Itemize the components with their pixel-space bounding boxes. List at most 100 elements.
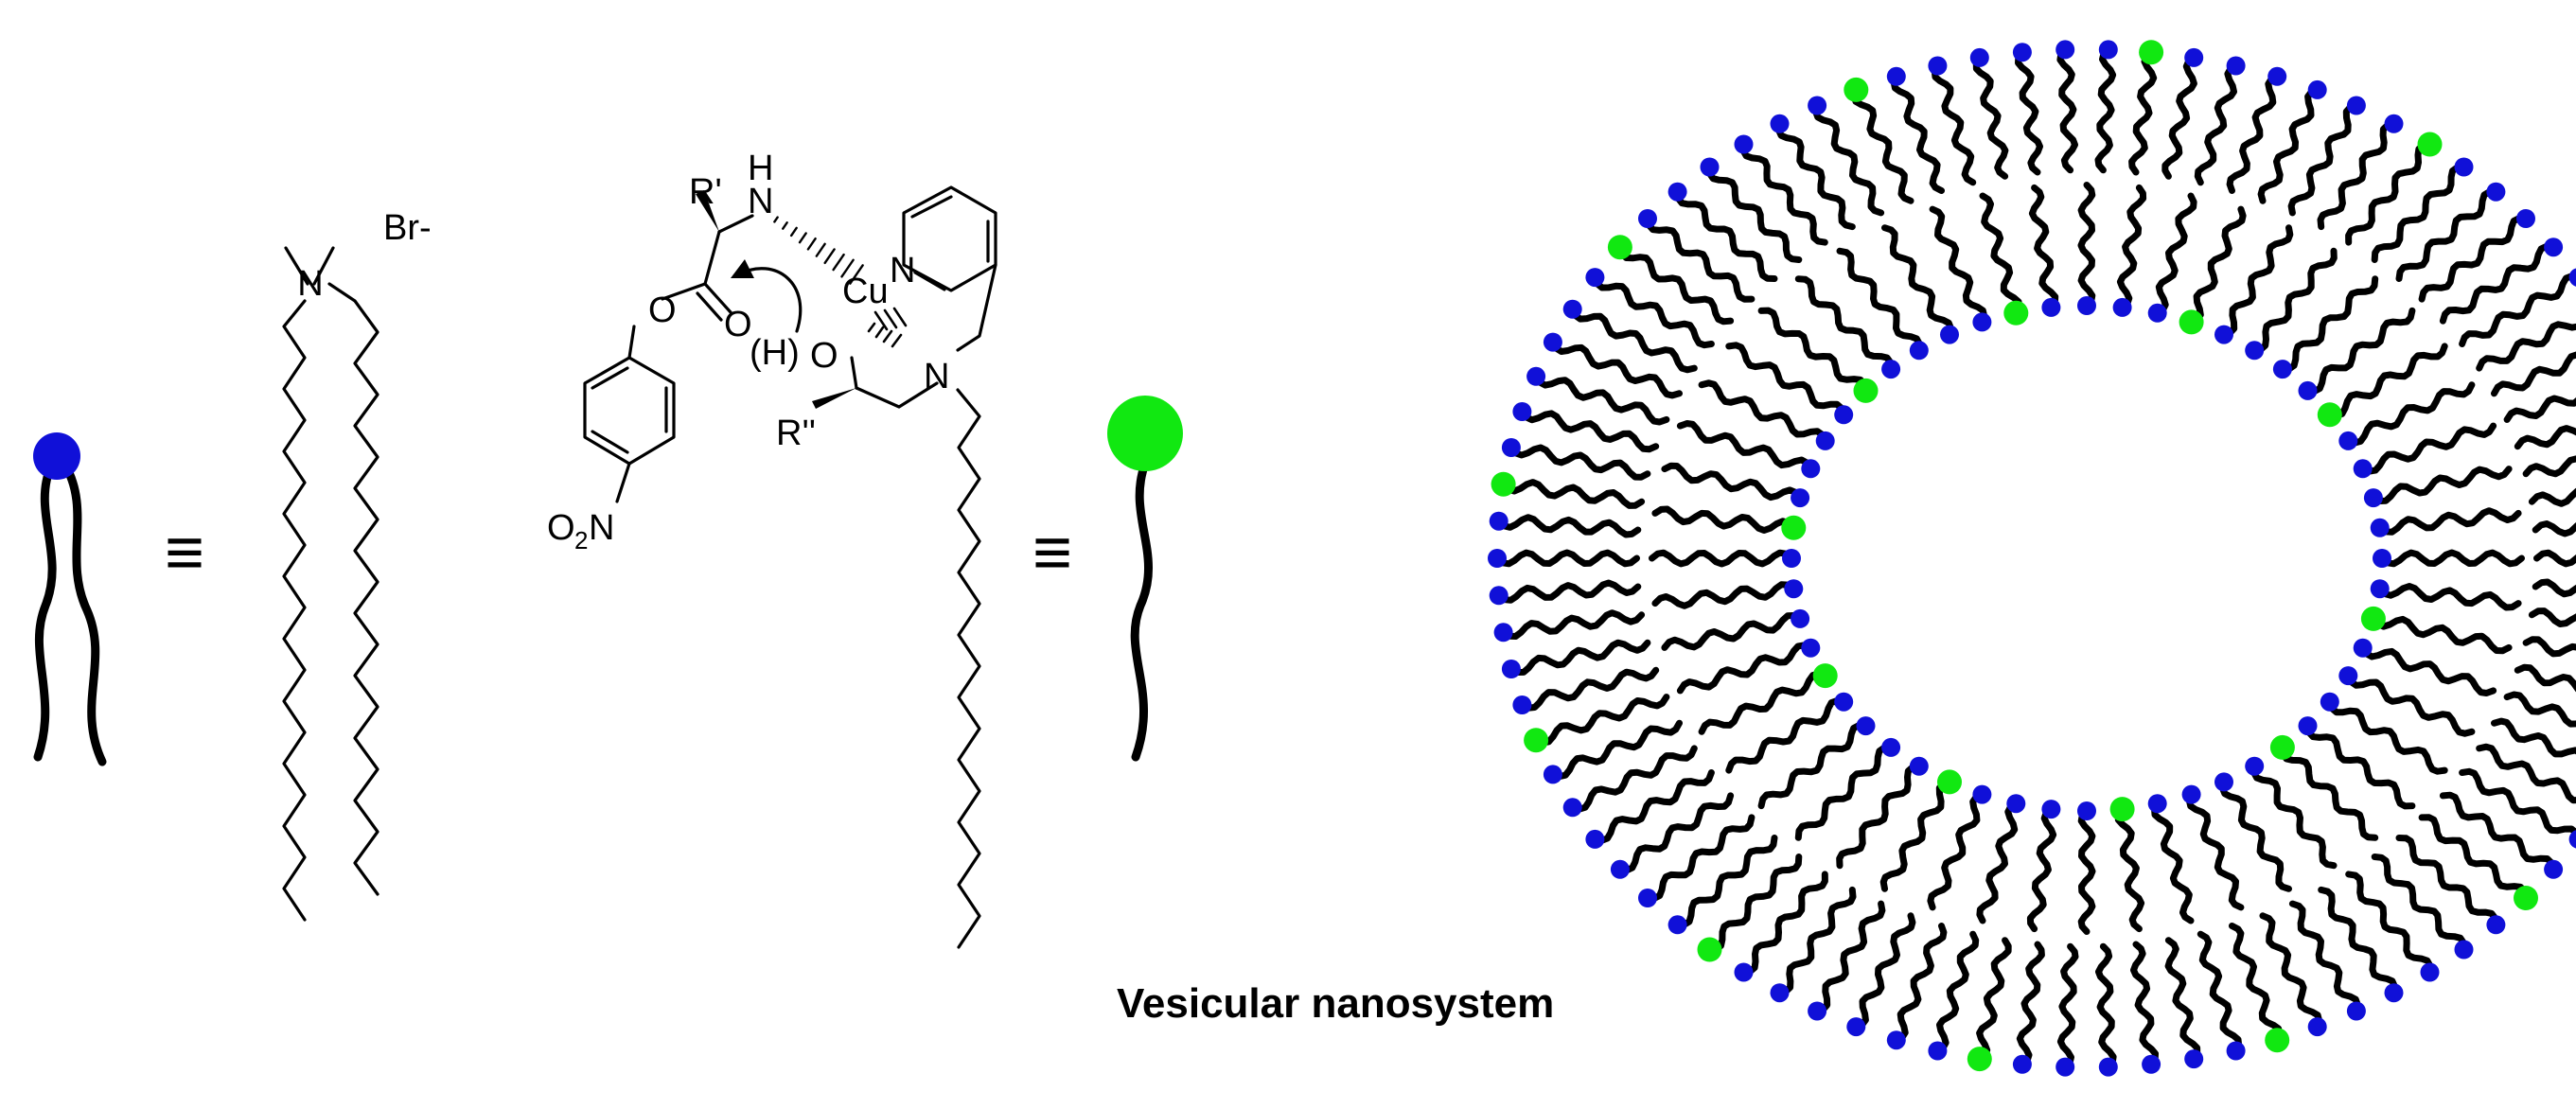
inner-lipid-tail-12 bbox=[2118, 809, 2141, 929]
nitrophenyl-double-bonds bbox=[592, 368, 666, 452]
inner-lipid-head-35 bbox=[1940, 326, 1959, 344]
outer-lipid-tail-9 bbox=[2443, 795, 2553, 870]
outer-lipid-tail-65 bbox=[2098, 49, 2113, 169]
outer-lipid-tail-43 bbox=[1497, 553, 1637, 564]
outer-lipid-head-66 bbox=[2139, 40, 2163, 64]
inner-lipid-head-43 bbox=[2214, 326, 2233, 344]
outer-lipid-head-12 bbox=[2455, 941, 2474, 959]
inner-lipid-tail-25 bbox=[1655, 585, 1793, 607]
equivalence-symbol-1: ≡ bbox=[165, 515, 204, 590]
outer-lipid-head-61 bbox=[1928, 57, 1947, 76]
outer-lipid-tail-12 bbox=[2374, 857, 2463, 950]
alkyl-chain-3 bbox=[958, 390, 979, 947]
ammonium-amphiphile-cartoon bbox=[33, 432, 102, 762]
outer-lipid-head-46 bbox=[1502, 438, 1521, 457]
outer-lipid-tail-81 bbox=[2507, 374, 2576, 419]
inner-lipid-tail-47 bbox=[2330, 346, 2444, 416]
outer-lipid-tail-22 bbox=[2060, 946, 2075, 1066]
outer-lipid-head-71 bbox=[2347, 97, 2366, 115]
inner-lipid-head-10 bbox=[2182, 785, 2201, 804]
outer-lipid-head-78 bbox=[2569, 268, 2576, 287]
alpha-carbonyl-bond bbox=[705, 232, 719, 284]
bromide-counterion: Br- bbox=[383, 208, 432, 248]
inner-lipid-tail-27 bbox=[1655, 509, 1793, 531]
inner-lipid-head-21 bbox=[1834, 693, 1853, 712]
outer-lipid-tail-40 bbox=[1511, 643, 1648, 672]
inner-lipid-head-36 bbox=[1972, 312, 1991, 331]
r-double-prime-label: R'' bbox=[776, 414, 816, 453]
inner-lipid-head-15 bbox=[2006, 794, 2025, 813]
inner-lipid-head-41 bbox=[2148, 304, 2167, 323]
outer-lipid-head-49 bbox=[1544, 333, 1562, 352]
copper-complex-structure: R' N H Cu N N O (H) R'' O O O 2 N bbox=[547, 149, 996, 947]
outer-lipid-tail-74 bbox=[2374, 167, 2463, 260]
outer-lipid-head-60 bbox=[1887, 67, 1906, 86]
outer-lipid-tail-10 bbox=[2422, 818, 2526, 898]
inner-lipid-tail-51 bbox=[2380, 511, 2518, 533]
inner-lipid-head-51 bbox=[2371, 519, 2390, 537]
outer-lipid-tail-53 bbox=[1648, 219, 1752, 299]
outer-lipid-tail-54 bbox=[1678, 192, 1774, 279]
outer-lipid-head-75 bbox=[2486, 183, 2505, 202]
inner-lipid-tail-34 bbox=[1840, 251, 1919, 350]
inner-lipid-head-44 bbox=[2245, 341, 2264, 360]
outer-lipid-tail-79 bbox=[2479, 308, 2576, 368]
outer-lipid-head-31 bbox=[1698, 938, 1722, 962]
outer-lipid-head-11 bbox=[2486, 915, 2505, 934]
outer-lipid-head-29 bbox=[1771, 983, 1790, 1002]
inner-lipid-head-16 bbox=[1972, 785, 1991, 804]
outer-lipid-tail-69 bbox=[2230, 77, 2277, 191]
inner-lipid-tail-24 bbox=[1665, 616, 1800, 648]
inner-lipid-head-12 bbox=[2110, 797, 2135, 821]
inner-lipid-head-2 bbox=[2361, 607, 2386, 631]
inner-lipid-head-23 bbox=[1801, 639, 1820, 658]
outer-lipid-head-42 bbox=[1490, 586, 1509, 605]
outer-lipid-head-20 bbox=[2142, 1055, 2161, 1074]
outer-lipid-head-43 bbox=[1488, 549, 1507, 568]
nitro-o-label: O bbox=[547, 508, 575, 548]
outer-lipid-tail-31 bbox=[1710, 857, 1799, 950]
outer-lipid-tail-23 bbox=[2020, 944, 2041, 1065]
outer-lipid-tail-84 bbox=[2532, 481, 2576, 504]
inner-lipid-tail-15 bbox=[1980, 803, 2016, 921]
inner-lipid-tail-26 bbox=[1652, 553, 1792, 564]
outer-lipid-head-54 bbox=[1668, 183, 1687, 202]
outer-lipid-head-67 bbox=[2184, 48, 2203, 67]
outer-lipid-head-24 bbox=[1967, 1047, 1992, 1071]
alkyl-chain-1 bbox=[284, 301, 305, 920]
inner-lipid-tail-28 bbox=[1665, 466, 1800, 498]
nitro-subscript: 2 bbox=[574, 526, 588, 554]
outer-lipid-head-76 bbox=[2516, 209, 2535, 228]
inner-lipid-tail-1 bbox=[2380, 587, 2518, 608]
outer-lipid-head-68 bbox=[2227, 57, 2246, 76]
outer-lipid-tail-26 bbox=[1897, 926, 1944, 1041]
inner-lipid-head-7 bbox=[2270, 735, 2295, 760]
outer-lipid-tail-64 bbox=[2060, 49, 2075, 169]
inner-lipid-tail-38 bbox=[2032, 187, 2055, 308]
inner-lipid-head-34 bbox=[1910, 341, 1929, 360]
outer-lipid-head-74 bbox=[2455, 158, 2474, 177]
outer-lipid-tail-68 bbox=[2197, 66, 2235, 183]
outer-lipid-head-57 bbox=[1771, 114, 1790, 133]
outer-lipid-tail-85 bbox=[2535, 517, 2576, 534]
copper-label: Cu bbox=[842, 272, 889, 311]
inner-lipid-tail-49 bbox=[2363, 426, 2494, 471]
bilayer-vesicle-icon bbox=[1488, 40, 2576, 1076]
inner-lipid-tail-14 bbox=[2030, 809, 2053, 929]
inner-lipid-tail-2 bbox=[2373, 619, 2509, 651]
inner-lipid-head-28 bbox=[1791, 488, 1809, 507]
outer-lipid-head-65 bbox=[2099, 40, 2118, 59]
cartoon-single-tail bbox=[1135, 464, 1148, 757]
outer-lipid-head-37 bbox=[1544, 765, 1562, 783]
outer-lipid-tail-46 bbox=[1511, 448, 1648, 477]
outer-lipid-tail-80 bbox=[2495, 341, 2576, 394]
outer-lipid-tail-3 bbox=[2526, 640, 2576, 669]
outer-lipid-tail-67 bbox=[2165, 58, 2195, 176]
outer-lipid-head-40 bbox=[1502, 660, 1521, 678]
outer-lipid-head-41 bbox=[1494, 623, 1513, 642]
outer-lipid-head-36 bbox=[1563, 798, 1582, 817]
inner-lipid-head-0 bbox=[2373, 549, 2391, 568]
outer-lipid-head-45 bbox=[1491, 472, 1516, 497]
outer-lipid-tail-42 bbox=[1499, 583, 1638, 600]
outer-lipid-tail-11 bbox=[2399, 838, 2496, 925]
